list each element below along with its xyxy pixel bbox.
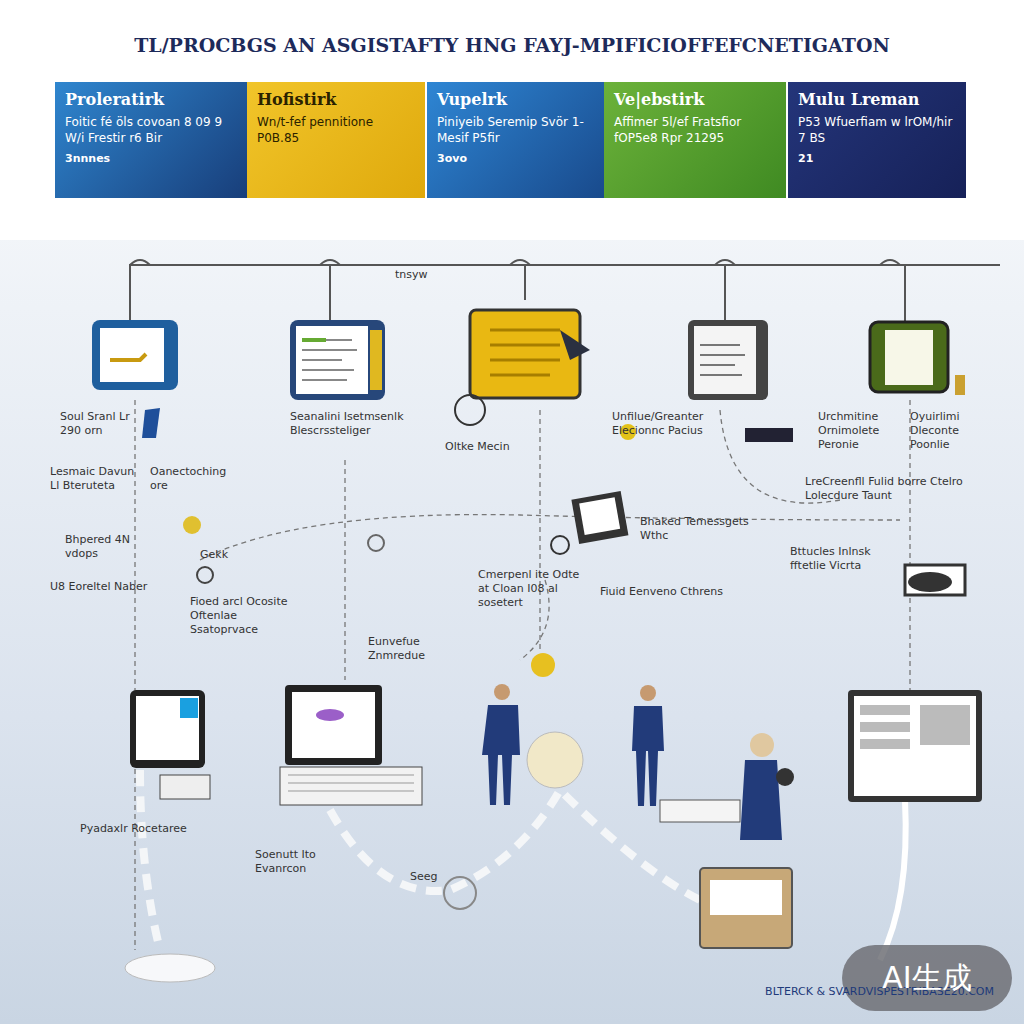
note-label: Pyadaxlr Rocetaree [80,822,187,836]
header-box: ProleratirkFoitic fé öls covoan 8 09 9 W… [55,82,247,198]
note-label: Seanalini Isetmsenlk Blescrssteliger [290,410,440,438]
box-number: 3nnnes [65,152,237,165]
header-box: HofistirkWn/t-fef pennitione P0B.85 [247,82,425,198]
box-number: 3ovo [437,152,594,165]
box-body: Foitic fé öls covoan 8 09 9 W/i Frestir … [65,115,237,146]
note-label: Fioed arcl Ocosite Oftenlae Ssatoprvace [190,595,300,636]
box-body: Wn/t-fef pennitione P0B.85 [257,115,415,146]
diagram-title: TL/PROCBGS AN ASGISTAFTY HNG FAYJ-MPIFIC… [0,34,1024,56]
note-label: Bhaked Temessgets Wthc [640,515,750,543]
watermark: AI生成 [842,958,1012,998]
box-number: 21 [798,152,956,165]
note-label: LreCreenfll Fulid borre Ctelro Lolecdure… [805,475,980,503]
note-label: tnsyw [395,268,428,282]
box-body: Piniyeib Seremip Svör 1-Mesif P5fir [437,115,594,146]
note-label: Bttucles Inlnsk fftetlie Vicrta [790,545,900,573]
header-box: Mulu LremanP53 Wfuerfiam w lrOM/hir 7 BS… [788,82,966,198]
note-label: Oyuirlimi Dleconte Poonlie [910,410,995,451]
note-label: Cmerpenl ite Odte at Cloan I08 al sosete… [478,568,588,609]
box-heading: Ve|ebstirk [614,90,776,109]
note-label: Oanectoching ore [150,465,240,493]
box-heading: Vupelrk [437,90,594,109]
box-heading: Mulu Lreman [798,90,956,109]
header-box: VupelrkPiniyeib Seremip Svör 1-Mesif P5f… [427,82,604,198]
note-label: Lesmaic Davun Ll Bteruteta [50,465,135,493]
note-label: Bhpered 4N vdops [65,533,145,561]
note-label: Fiuid Eenveno Cthrens [600,585,723,599]
note-label: Soul Sranl Lr 290 orn [60,410,140,438]
note-label: Eunvefue Znmredue [368,635,458,663]
box-body: P53 Wfuerfiam w lrOM/hir 7 BS [798,115,956,146]
box-body: Affimer 5l/ef Fratsfior fOP5e8 Rpr 21295 [614,115,776,146]
note-label: U8 Eoreltel Naber [50,580,147,594]
note-label: Unfilue/Greanter Elecionnc Pacius [612,410,722,438]
note-label: Soenutt Ito Evanrcon [255,848,335,876]
box-heading: Hofistirk [257,90,415,109]
note-label: Gekk [200,548,228,562]
box-heading: Proleratirk [65,90,237,109]
note-label: Urchmitine Ornimolete Peronie [818,410,908,451]
header-box: Ve|ebstirkAffimer 5l/ef Fratsfior fOP5e8… [604,82,786,198]
note-label: Oltke Mecin [445,440,510,454]
note-label: Seeg [410,870,438,884]
